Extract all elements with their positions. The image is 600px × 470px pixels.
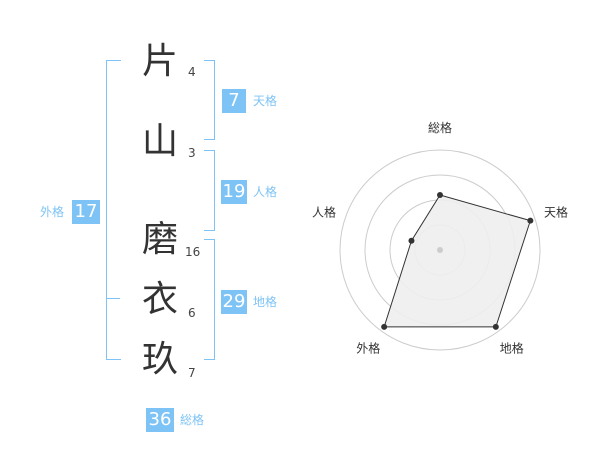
soukaku-value: 36 <box>146 408 174 432</box>
radar-point-4 <box>408 237 415 244</box>
gaikaku-label: 外格 <box>40 205 65 219</box>
gaikaku-bracket <box>106 60 121 360</box>
radar-point-3 <box>381 323 388 330</box>
tenkaku-value: 7 <box>222 89 246 113</box>
gaikaku-value: 17 <box>72 200 100 224</box>
axis-label-chikaku: 地格 <box>500 341 524 356</box>
jinkaku-label: 人格 <box>253 185 278 199</box>
tenkaku-label: 天格 <box>253 94 278 108</box>
axis-label-soukaku: 総格 <box>428 120 452 135</box>
radar-data-area <box>383 194 531 328</box>
jinkaku-bracket <box>204 150 215 231</box>
tenkaku-bracket <box>204 60 215 140</box>
stroke-count-4: 6 <box>188 306 196 320</box>
chikaku-value: 29 <box>221 290 247 314</box>
soukaku-label: 総格 <box>180 413 205 427</box>
radar-center <box>437 247 443 253</box>
name-char-5: 玖 <box>141 339 178 380</box>
stroke-count-5: 7 <box>188 366 196 380</box>
chikaku-label: 地格 <box>253 295 278 309</box>
name-char-3: 磨 <box>141 219 178 260</box>
axis-label-gaikaku: 外格 <box>356 341 380 356</box>
stroke-count-3: 16 <box>185 245 201 259</box>
axis-label-jinkaku: 人格 <box>312 204 336 219</box>
stroke-count-1: 4 <box>188 65 196 79</box>
jinkaku-value: 19 <box>221 180 247 204</box>
name-char-4: 衣 <box>141 279 178 320</box>
name-char-1: 片 <box>141 41 178 82</box>
stroke-count-2: 3 <box>188 146 196 160</box>
axis-label-tenkaku: 天格 <box>544 204 568 219</box>
radar-point-0 <box>437 192 443 198</box>
radar-chart: 総格 天格 地格 外格 人格 <box>312 120 568 356</box>
radar-point-2 <box>492 323 499 330</box>
name-char-2: 山 <box>141 121 178 162</box>
radar-point-1 <box>527 217 534 224</box>
radar-points <box>381 192 534 330</box>
gaikaku-divider <box>106 298 120 299</box>
radar-ring-4 <box>339 149 541 351</box>
chikaku-bracket <box>204 239 215 360</box>
